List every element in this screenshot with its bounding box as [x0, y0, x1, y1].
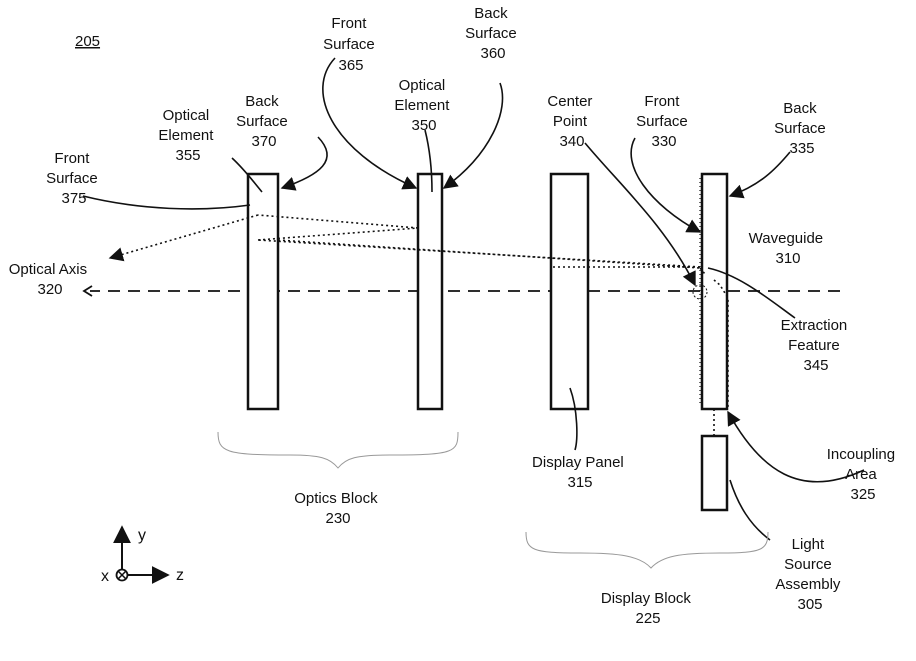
waveguide-310 — [700, 172, 729, 411]
optical-element-350 — [416, 172, 444, 411]
coordinate-axes — [113, 525, 170, 584]
label-optical-element-350: Optical Element 350 — [394, 77, 453, 134]
optical-axis-arrowhead — [82, 285, 93, 297]
label-back-surface-370: Back Surface 370 — [236, 93, 292, 150]
label-optics-block-230: Optics Block 230 — [294, 490, 382, 527]
light-source-assembly-305 — [700, 434, 729, 512]
label-back-surface-360: Back Surface 360 — [465, 5, 521, 62]
label-incoupling-area-325: Incoupling Area 325 — [827, 446, 900, 503]
display-panel-315 — [549, 172, 590, 411]
center-point-340 — [692, 284, 708, 300]
display-block-brace — [525, 531, 769, 569]
label-front-surface-365: Front Surface 365 — [323, 15, 379, 74]
light-rays — [108, 214, 729, 436]
label-back-surface-335: Back Surface 335 — [774, 100, 830, 157]
label-extraction-feature-345: Extraction Feature 345 — [781, 317, 852, 374]
label-optical-element-355: Optical Element 355 — [158, 107, 217, 164]
label-light-source-assembly-305: Light Source Assembly 305 — [775, 536, 844, 613]
label-display-panel-315: Display Panel 315 — [532, 454, 628, 491]
axis-z-label: z — [176, 567, 184, 584]
figure-number: 205 — [75, 33, 100, 50]
label-optical-axis-320: Optical Axis 320 — [9, 261, 92, 298]
label-display-block-225: Display Block 225 — [601, 590, 695, 627]
optical-element-355 — [246, 172, 280, 411]
optics-block-brace — [217, 431, 459, 469]
axis-x-label: x — [101, 568, 109, 585]
label-front-surface-375: Front Surface 375 — [46, 150, 102, 207]
label-waveguide-310: Waveguide 310 — [749, 230, 828, 267]
axis-y-label: y — [138, 527, 146, 544]
leader-lines — [82, 57, 865, 541]
label-center-point-340: Center Point 340 — [547, 93, 596, 150]
label-front-surface-330: Front Surface 330 — [636, 93, 692, 150]
